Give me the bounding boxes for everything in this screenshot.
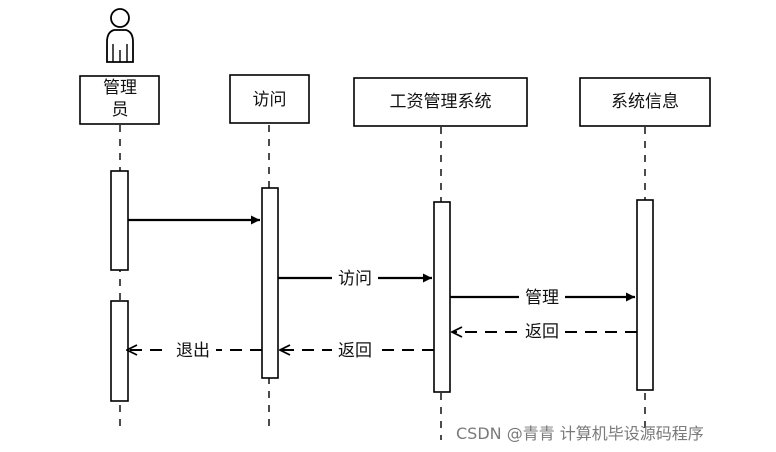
activation-salary-system bbox=[433, 201, 451, 393]
participant-salary-system: 工资管理系统 bbox=[353, 77, 528, 127]
message-salary-system-to-access: 返回 bbox=[280, 338, 434, 361]
participant-access: 访问 bbox=[229, 74, 310, 124]
activation-system-info bbox=[636, 199, 654, 391]
message-label-return-1: 返回 bbox=[525, 322, 559, 342]
participant-admin-label-line2: 员 bbox=[112, 100, 129, 120]
participant-access-label: 访问 bbox=[253, 90, 287, 110]
message-label-exit: 退出 bbox=[176, 341, 210, 361]
participant-system-info: 系统信息 bbox=[579, 77, 711, 127]
participant-admin-label-line1: 管理 bbox=[103, 78, 137, 98]
message-system-info-to-salary-system: 返回 bbox=[452, 319, 637, 342]
participant-system-info-label: 系统信息 bbox=[611, 92, 679, 112]
participant-admin: 管理 员 bbox=[79, 75, 160, 125]
message-access-to-admin: 退出 bbox=[127, 338, 262, 361]
message-label-access: 访问 bbox=[338, 269, 372, 289]
activation-admin-1 bbox=[110, 170, 129, 271]
actor-figure-icon bbox=[106, 8, 134, 63]
message-access-to-salary-system: 访问 bbox=[278, 266, 432, 289]
message-label-manage: 管理 bbox=[525, 288, 559, 308]
message-salary-system-to-system-info: 管理 bbox=[450, 285, 635, 308]
activation-admin-2 bbox=[110, 300, 129, 402]
participant-salary-system-label: 工资管理系统 bbox=[390, 92, 492, 112]
message-label-return-2: 返回 bbox=[338, 341, 372, 361]
watermark-text: CSDN @青青 计算机毕设源码程序 bbox=[456, 424, 704, 443]
activation-access bbox=[261, 187, 279, 379]
